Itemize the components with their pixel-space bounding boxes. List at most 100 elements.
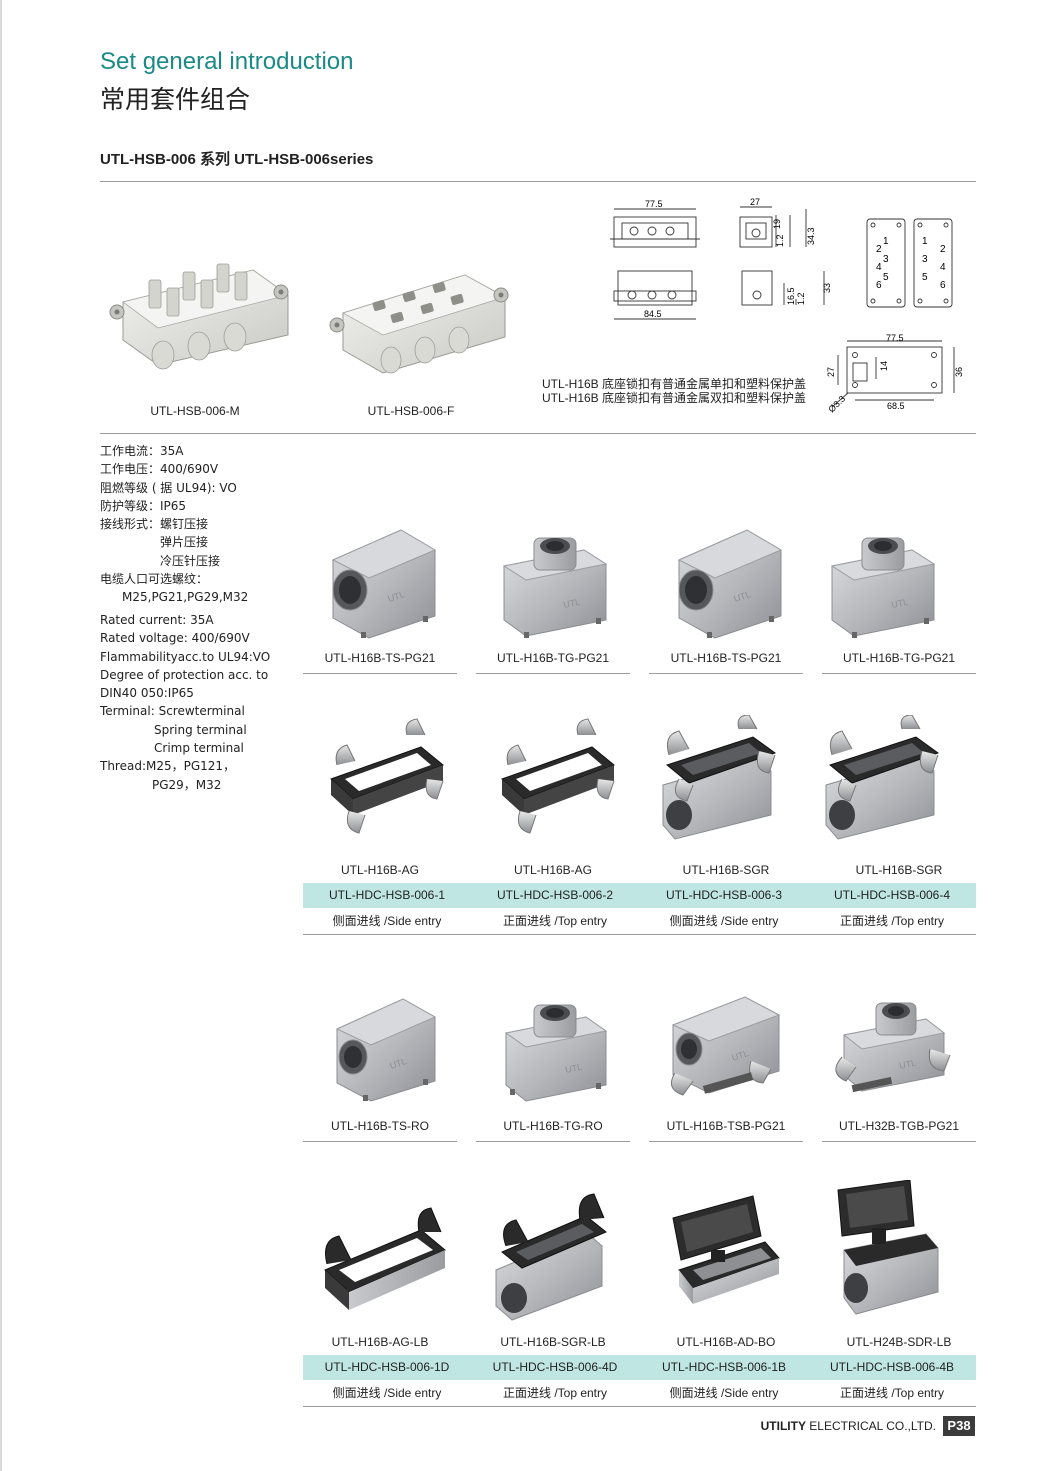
base-open-frame-lever-image — [324, 1207, 446, 1310]
combo-code: UTL-HDC-HSB-006-1B — [661, 1360, 787, 1374]
series-heading: UTL-HSB-006 系列 UTL-HSB-006series — [100, 151, 374, 168]
insert-female-label: UTL-HSB-006-F — [367, 404, 455, 418]
product-name: UTL-H16B-TS-RO — [330, 1119, 429, 1133]
pin-right-3: 3 — [922, 254, 928, 265]
technical-drawing: 77.5 27 19 1.2 34.3 84.5 16.5 1.2 33 1 3… — [600, 195, 980, 420]
spec-en-terminal-spring: Spring terminal — [154, 722, 247, 737]
combo-code-row-1: UTL-HDC-HSB-006-1 UTL-HDC-HSB-006-2 UTL-… — [303, 883, 976, 908]
product-h16b-tg-pg21-a: UTL UTL-H16B-TG-PG21 — [476, 520, 630, 674]
header-divider — [100, 181, 976, 182]
dim-36: 36 — [954, 367, 964, 377]
product-h16b-ts-pg21-a: UTL UTL-H16B-TS-PG21 — [303, 520, 457, 674]
base-side-entry-lever-image — [495, 1193, 607, 1321]
drawing-notes: UTL-H16B 底座锁扣有普通金属单扣和塑料保护盖 UTL-H16B 底座锁扣… — [542, 377, 806, 405]
dim-77-5b: 77.5 — [886, 333, 904, 343]
spec-cn-terminal-spring: 弹片压接 — [160, 535, 209, 550]
entry-type: 正面进线 /Top entry — [502, 1386, 608, 1400]
product-h16b-ts-pg21-b: UTL UTL-H16B-TS-PG21 — [649, 520, 803, 674]
product-name: UTL-H32B-TGB-PG21 — [838, 1119, 960, 1133]
pin-right-4: 4 — [940, 262, 946, 273]
utl-logo: UTL — [564, 1062, 583, 1075]
dim-16-5: 16.5 — [786, 287, 796, 305]
product-underline — [476, 673, 630, 674]
insert-male — [103, 240, 293, 400]
insert-male-label: UTL-HSB-006-M — [150, 404, 240, 418]
utl-logo: UTL — [890, 597, 909, 610]
base-side-entry-image — [825, 714, 940, 840]
base-side-entry-cover-image — [837, 1179, 939, 1315]
specs-en: Rated current: 35A Rated voltage: 400/69… — [100, 611, 270, 794]
pin-right-6: 6 — [940, 280, 946, 291]
product-h16b-tsb-pg21: UTL UTL-H16B-TSB-PG21 — [649, 985, 803, 1142]
product-h16b-ag-a: UTL-H16B-AG — [303, 715, 457, 877]
drawing-note-1: UTL-H16B 底座锁扣有普通金属单扣和塑料保护盖 — [542, 377, 807, 391]
product-h16b-tg-ro: UTL UTL-H16B-TG-RO — [476, 985, 630, 1142]
base-open-frame-image — [501, 718, 615, 834]
product-name: UTL-H16B-TG-PG21 — [842, 651, 956, 665]
hood-side-entry-image: UTL — [331, 529, 437, 639]
utl-logo: UTL — [898, 1058, 917, 1071]
pin-right-5: 5 — [922, 272, 928, 283]
drawing-note-2: UTL-H16B 底座锁扣有普通金属双扣和塑料保护盖 — [542, 391, 807, 405]
product-name: UTL-H16B-SGR-LB — [500, 1335, 606, 1349]
product-name: UTL-H16B-TS-PG21 — [324, 651, 436, 665]
entry-type: 侧面进线 /Side entry — [669, 1386, 779, 1400]
combo-code: UTL-HDC-HSB-006-1 — [328, 888, 446, 902]
product-h16b-ag-lb: UTL-H16B-AG-LB — [303, 1180, 457, 1349]
spec-cn-current: 工作电流：35A — [100, 444, 184, 458]
entry-type: 侧面进线 /Side entry — [332, 914, 442, 928]
pin-right-2: 2 — [940, 244, 946, 255]
insert-male-image — [109, 263, 289, 370]
page-edge-rule — [0, 0, 2, 1471]
product-name: UTL-H16B-TG-PG21 — [496, 651, 610, 665]
spec-cn-thread-values: M25,PG21,PG29,M32 — [122, 590, 249, 605]
product-h16b-ad-bo: UTL-H16B-AD-BO — [649, 1180, 803, 1349]
entry-type: 侧面进线 /Side entry — [332, 1386, 442, 1400]
spec-cn-terminal: 接线形式：螺钉压接 — [100, 517, 209, 532]
page-number-badge: P38 — [943, 1416, 975, 1436]
dim-27: 27 — [750, 197, 760, 207]
product-name: UTL-H16B-AD-BO — [676, 1335, 776, 1349]
footer-company: UTILITY ELECTRICAL CO.,LTD. — [761, 1419, 936, 1433]
footer-brand-bold: UTILITY — [760, 1419, 806, 1433]
spec-en-flammability: Flammabilityacc.to UL94:VO — [100, 649, 271, 664]
combo-code: UTL-HDC-HSB-006-4B — [829, 1360, 955, 1374]
spec-en-voltage: Rated voltage: 400/690V — [100, 631, 250, 646]
section-divider — [100, 433, 976, 434]
entry-type-row-2: 侧面进线 /Side entry 正面进线 /Top entry 侧面进线 /S… — [303, 1381, 976, 1406]
product-h16b-ts-ro: UTL UTL-H16B-TS-RO — [303, 985, 457, 1142]
pin-left-6: 6 — [876, 280, 882, 291]
dim-27b: 27 — [826, 367, 836, 377]
pin-left-4: 4 — [876, 262, 882, 273]
product-h16b-tg-pg21-b: UTL UTL-H16B-TG-PG21 — [822, 520, 976, 674]
product-name: UTL-H16B-TSB-PG21 — [666, 1119, 786, 1133]
product-underline — [649, 673, 803, 674]
dim-77-5: 77.5 — [645, 199, 663, 209]
spec-cn-thread: 电缆人口可选螺纹： — [100, 572, 209, 587]
pin-left-1: 1 — [883, 236, 889, 247]
combo-code: UTL-HDC-HSB-006-3 — [665, 888, 783, 902]
spec-en-terminal-crimp: Crimp terminal — [154, 741, 244, 756]
dim-1-2a: 1.2 — [775, 234, 785, 247]
dim-1-2b: 1.2 — [796, 292, 806, 305]
product-underline — [476, 1141, 630, 1142]
pin-left-5: 5 — [883, 272, 889, 283]
product-name: UTL-H16B-SGR — [682, 863, 770, 877]
hood-top-entry-image: UTL — [830, 537, 936, 638]
spec-en-protection: Degree of protection acc. to — [100, 667, 269, 682]
combo-code: UTL-HDC-HSB-006-1D — [324, 1360, 450, 1374]
hood-side-entry-image: UTL — [677, 529, 783, 639]
spec-en-protection-value: DIN40 050:IP65 — [100, 686, 194, 701]
hood-top-entry-image: UTL — [504, 1004, 608, 1102]
insert-female — [325, 245, 515, 405]
combo-code: UTL-HDC-HSB-006-4D — [492, 1360, 618, 1374]
entry-type: 正面进线 /Top entry — [839, 914, 945, 928]
pin-left-3: 3 — [883, 254, 889, 265]
entry-type: 侧面进线 /Side entry — [669, 914, 779, 928]
spec-en-current: Rated current: 35A — [100, 613, 214, 627]
spec-en-terminal: Terminal: Screwterminal — [100, 704, 245, 719]
entry-type: 正面进线 /Top entry — [502, 914, 608, 928]
dim-19: 19 — [772, 219, 782, 229]
product-h32b-tgb-pg21: UTL UTL-H32B-TGB-PG21 — [822, 985, 976, 1142]
product-underline — [822, 1141, 976, 1142]
